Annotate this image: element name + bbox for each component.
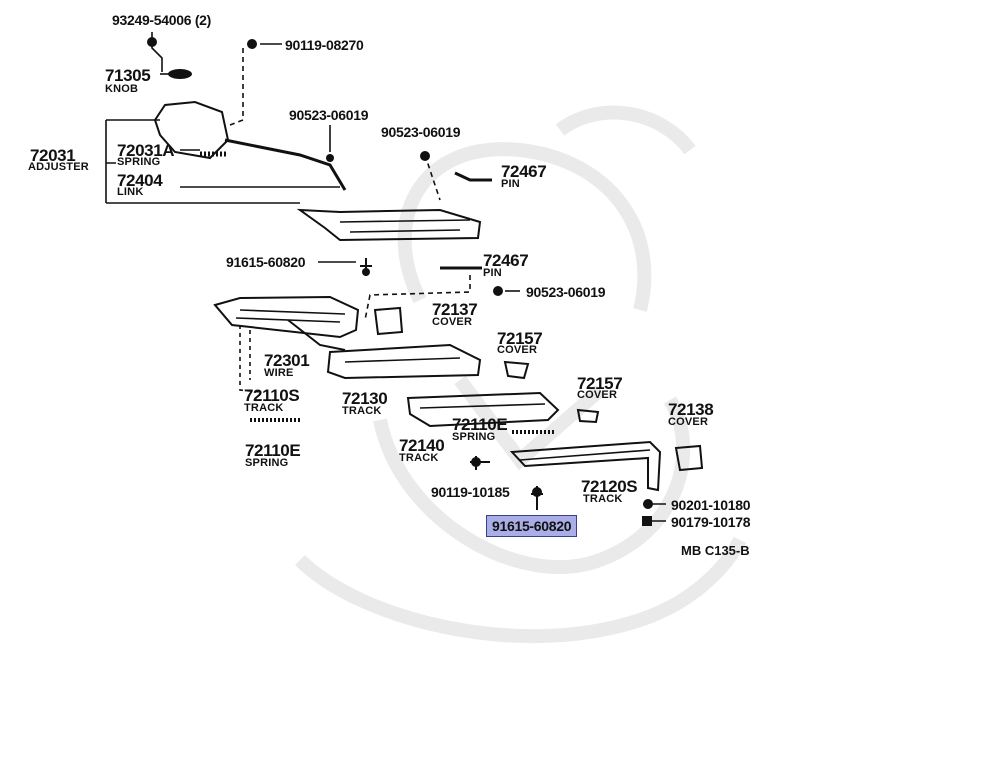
label-93249-54006[interactable]: 93249-54006 (2) <box>112 12 212 28</box>
label-cover-1: COVER <box>432 316 473 328</box>
dashed-left <box>239 325 261 393</box>
label-90523-06019-b[interactable]: 90523-06019 <box>381 124 461 140</box>
label-pin-1: PIN <box>501 178 520 190</box>
label-cover-4: COVER <box>668 416 709 428</box>
label-track-4: TRACK <box>583 493 623 505</box>
cover-72138 <box>674 444 704 472</box>
label-knob: KNOB <box>105 83 139 95</box>
label-71305[interactable]: 71305 <box>105 66 151 85</box>
label-72157-b[interactable]: 72157 <box>577 374 623 393</box>
label-72157-a[interactable]: 72157 <box>497 329 543 348</box>
track-72120s <box>509 440 662 492</box>
label-track-1: TRACK <box>342 405 382 417</box>
label-72404[interactable]: 72404 <box>117 171 163 190</box>
label-wire: WIRE <box>264 367 294 379</box>
upper-rail <box>296 208 482 242</box>
label-72130[interactable]: 72130 <box>342 389 388 408</box>
label-72120s[interactable]: 72120S <box>581 477 638 496</box>
label-72140[interactable]: 72140 <box>399 436 445 455</box>
adjuster-rod <box>224 138 347 191</box>
label-link: LINK <box>117 186 144 198</box>
label-90523-06019-c[interactable]: 90523-06019 <box>526 284 606 300</box>
cover-72157b <box>576 408 600 424</box>
label-72031[interactable]: 72031 <box>30 146 76 165</box>
label-72467-a[interactable]: 72467 <box>501 162 547 181</box>
label-72110e-mid[interactable]: 72110E <box>452 415 508 434</box>
label-72138[interactable]: 72138 <box>668 400 714 419</box>
label-90201-10180[interactable]: 90201-10180 <box>671 497 751 513</box>
label-pin-2: PIN <box>483 267 502 279</box>
track-72140 <box>406 391 560 428</box>
label-adjuster: ADJUSTER <box>28 161 89 173</box>
cover-72157a <box>503 360 530 380</box>
lower-left-rail <box>213 295 360 339</box>
label-72110s[interactable]: 72110S <box>244 386 300 405</box>
diagram-reference-code: MB C135-B <box>681 543 750 558</box>
label-cover-3: COVER <box>577 389 618 401</box>
highlighted-part-91615-60820[interactable]: 91615-60820 <box>486 515 578 537</box>
label-spring-2: SPRING <box>452 431 496 443</box>
label-track-3: TRACK <box>399 452 439 464</box>
pin-72467a <box>454 171 492 182</box>
label-72467-b[interactable]: 72467 <box>483 251 529 270</box>
adjuster-bracket <box>105 119 300 204</box>
label-90179-10178[interactable]: 90179-10178 <box>671 514 751 530</box>
wire-72301 <box>287 319 346 351</box>
label-72137[interactable]: 72137 <box>432 300 478 319</box>
cover-72137 <box>373 306 404 336</box>
label-90119-08270[interactable]: 90119-08270 <box>285 37 364 53</box>
label-spring-3: SPRING <box>245 457 289 469</box>
dashed-90523b <box>424 154 441 201</box>
label-72110e[interactable]: 72110E <box>245 441 301 460</box>
label-cover-2: COVER <box>497 344 538 356</box>
label-spring-1: SPRING <box>117 156 161 168</box>
label-90523-06019-a[interactable]: 90523-06019 <box>289 107 369 123</box>
label-track-2: TRACK <box>244 402 284 414</box>
watermark-crest <box>295 105 747 644</box>
label-90119-10185[interactable]: 90119-10185 <box>431 484 510 500</box>
label-72301[interactable]: 72301 <box>264 351 310 370</box>
label-72031a[interactable]: 72031A <box>117 141 175 160</box>
dashed-72467b <box>364 275 471 321</box>
label-91615-60820-a[interactable]: 91615-60820 <box>226 254 306 270</box>
dashed-link-90119a <box>229 48 244 126</box>
track-72130 <box>326 343 482 380</box>
